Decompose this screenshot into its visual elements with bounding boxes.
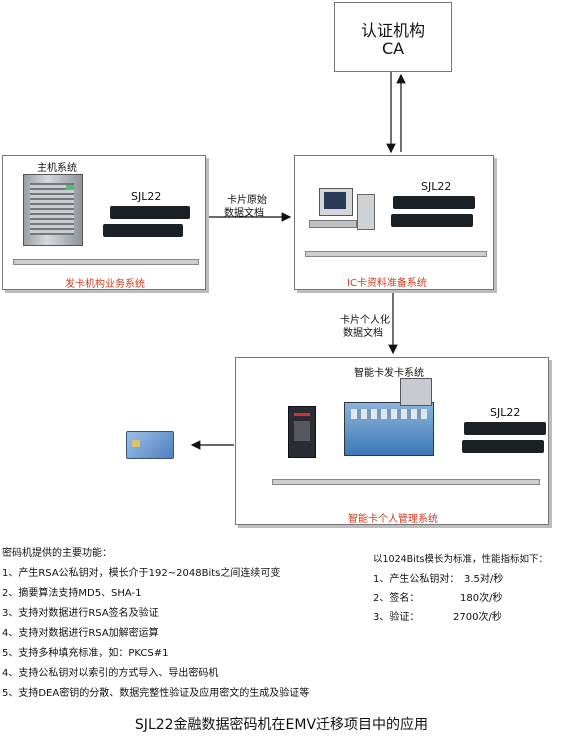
raw-data-label-2: 数据文档 [224,208,264,219]
smartcard-sjl22-unit-2 [462,440,544,453]
server-tower-icon [288,406,316,458]
functions-heading: 密码机提供的主要功能： [2,548,112,559]
function-item: 3、支持对数据进行RSA签名及验证 [2,608,159,619]
desktop-computer-icon [319,188,353,216]
card-issuing-machine-icon [344,402,434,456]
ic-caption: IC卡资料准备系统 [347,278,427,289]
host-sjl22-unit-2 [103,224,183,237]
function-item: 1、产生RSA公私钥对，模长介于192~2048Bits之间连续可变 [2,568,281,579]
perf-label: 2、签名： [373,593,420,604]
tower-icon [357,194,375,230]
perf-value: 2700次/秒 [453,612,502,623]
smartcard-system-box: 智能卡发卡系统 SJL22 智能卡个人管理系统 [235,357,549,525]
ic-system-box: SJL22 IC卡资料准备系统 [294,155,494,290]
smartcard-caption: 智能卡个人管理系统 [348,514,438,525]
perf-value: 180次/秒 [460,593,503,604]
perf-label: 3、验证： [373,612,420,623]
ic-rail [305,251,487,257]
host-top-label: 主机系统 [37,163,77,174]
smartcard-top-label: 智能卡发卡系统 [354,368,424,379]
smartcard-rail [272,479,540,485]
performance-heading: 以1024Bits模长为标准，性能指标如下： [373,554,549,565]
host-device-label: SJL22 [131,190,162,203]
host-system-box: 主机系统 SJL22 发卡机构业务系统 [2,155,206,290]
smartcard-device-label: SJL22 [490,406,521,419]
ic-device-label: SJL22 [421,180,452,193]
personal-data-label-2: 数据文档 [343,328,383,339]
raw-data-label-1: 卡片原始 [227,195,267,206]
smart-card-icon [126,431,174,459]
mainframe-icon [23,174,83,246]
function-item: 4、支持对数据进行RSA加解密运算 [2,628,159,639]
smartcard-sjl22-unit-1 [464,422,546,435]
ca-box: 认证机构 CA [334,2,452,72]
keyboard-icon [309,220,357,228]
ca-box-line1: 认证机构 [360,21,425,40]
ic-sjl22-unit-1 [393,196,475,209]
function-item: 2、摘要算法支持MD5、SHA-1 [2,588,142,599]
perf-label: 1、产生公私钥对： [373,574,460,585]
ic-sjl22-unit-2 [391,214,473,227]
function-item: 5、支持多种填充标准，如：PKCS#1 [2,648,169,659]
card-issuing-console-icon [400,378,432,406]
function-item: 5、支持DEA密钥的分散、数据完整性验证及应用密文的生成及验证等 [2,688,310,699]
perf-value: 3.5对/秒 [464,574,504,585]
host-caption: 发卡机构业务系统 [65,279,145,290]
functions-list: 1、产生RSA公私钥对，模长介于192~2048Bits之间连续可变 2、摘要算… [2,566,309,702]
function-item: 4、支持公私钥对以索引的方式导入、导出密码机 [2,668,219,679]
personal-data-label-1: 卡片个人化 [340,315,390,326]
ca-box-line2: CA [381,39,405,58]
host-sjl22-unit-1 [110,206,190,219]
host-rail [13,259,199,265]
footer-title: SJL22金融数据密码机在EMV迁移项目中的应用 [134,717,429,733]
